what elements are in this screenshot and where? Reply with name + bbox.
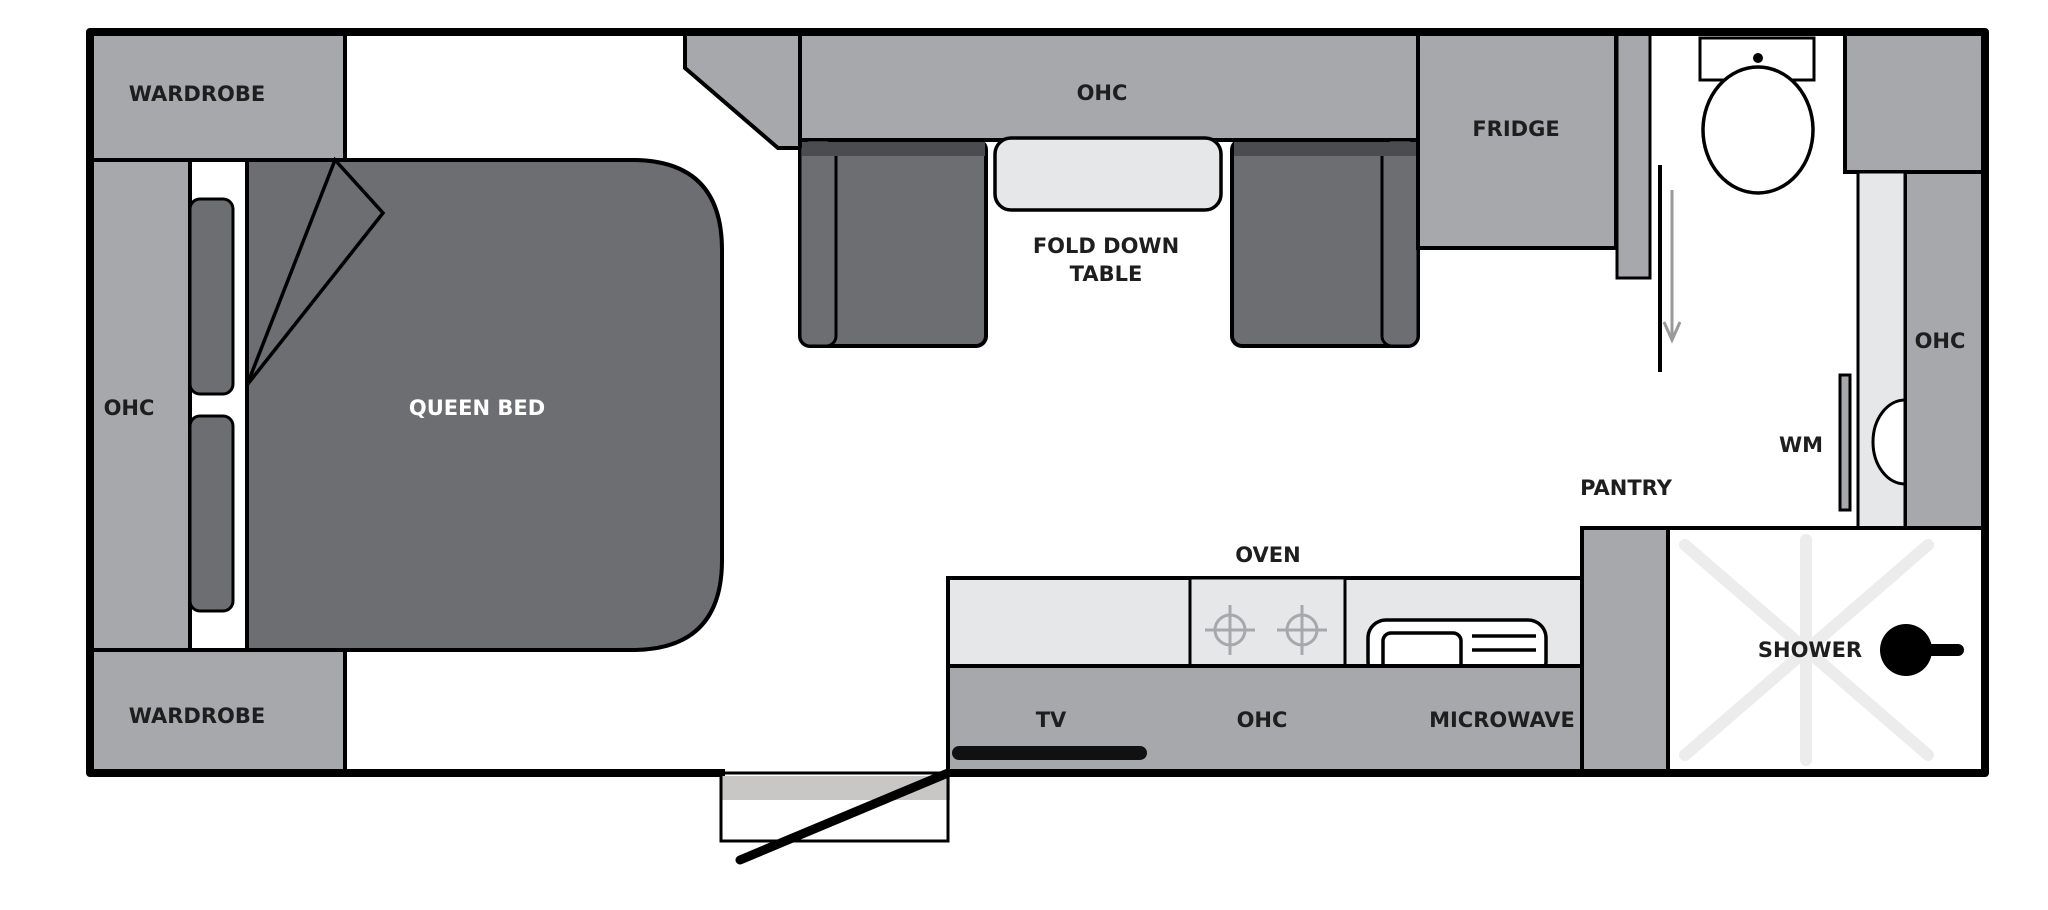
label-ohc-top: OHC <box>1077 81 1128 105</box>
dinette-seat-left <box>798 138 988 348</box>
label-ohc-bottom: OHC <box>1237 708 1288 732</box>
bedside-cabinet-top <box>188 197 235 396</box>
label-fold-down-table-2: TABLE <box>1070 262 1143 286</box>
door-slide-arrow-icon <box>1662 190 1682 344</box>
label-tv: TV <box>1036 708 1067 732</box>
wardrobe-bottom <box>88 648 347 775</box>
label-queen-bed: QUEEN BED <box>409 396 545 420</box>
label-wm: WM <box>1779 433 1823 457</box>
toilet-icon <box>1701 65 1815 195</box>
label-ohc-right: OHC <box>1915 329 1966 353</box>
label-wardrobe-top: WARDROBE <box>129 82 265 106</box>
tv <box>952 746 1147 760</box>
entry-door <box>735 768 953 865</box>
wm-panel <box>1838 373 1852 512</box>
bedside-cabinet-bottom <box>188 414 235 613</box>
ohc-right-top <box>1843 30 1987 174</box>
queen-bed <box>245 158 724 652</box>
dinette-seat-right <box>1230 138 1420 348</box>
cooktop-burner-icon <box>1205 605 1327 655</box>
entry-step <box>719 771 950 843</box>
fridge <box>1416 30 1618 250</box>
label-fold-down-table-1: FOLD DOWN <box>1033 234 1179 258</box>
pantry <box>1580 526 1670 775</box>
shower-floor-cross <box>1679 534 1934 766</box>
label-oven: OVEN <box>1235 543 1300 567</box>
label-pantry: PANTRY <box>1580 476 1673 500</box>
label-wardrobe-bottom: WARDROBE <box>129 704 265 728</box>
washing-machine-door <box>1871 398 1907 486</box>
fold-down-table <box>993 136 1223 212</box>
bed-sheet-fold <box>245 156 386 387</box>
label-fridge: FRIDGE <box>1472 117 1559 141</box>
label-microwave: MICROWAVE <box>1429 708 1575 732</box>
ohc-bottom <box>946 664 1584 775</box>
label-ohc-left: OHC <box>104 396 155 420</box>
shower-head-icon <box>1880 624 1964 676</box>
outer-wall <box>86 28 1989 777</box>
label-shower: SHOWER <box>1758 638 1862 662</box>
toilet-icon-dot <box>1753 53 1763 63</box>
fridge-side-panel <box>1615 30 1652 280</box>
oven-cooktop <box>1188 576 1347 668</box>
ohc-left <box>88 158 192 652</box>
